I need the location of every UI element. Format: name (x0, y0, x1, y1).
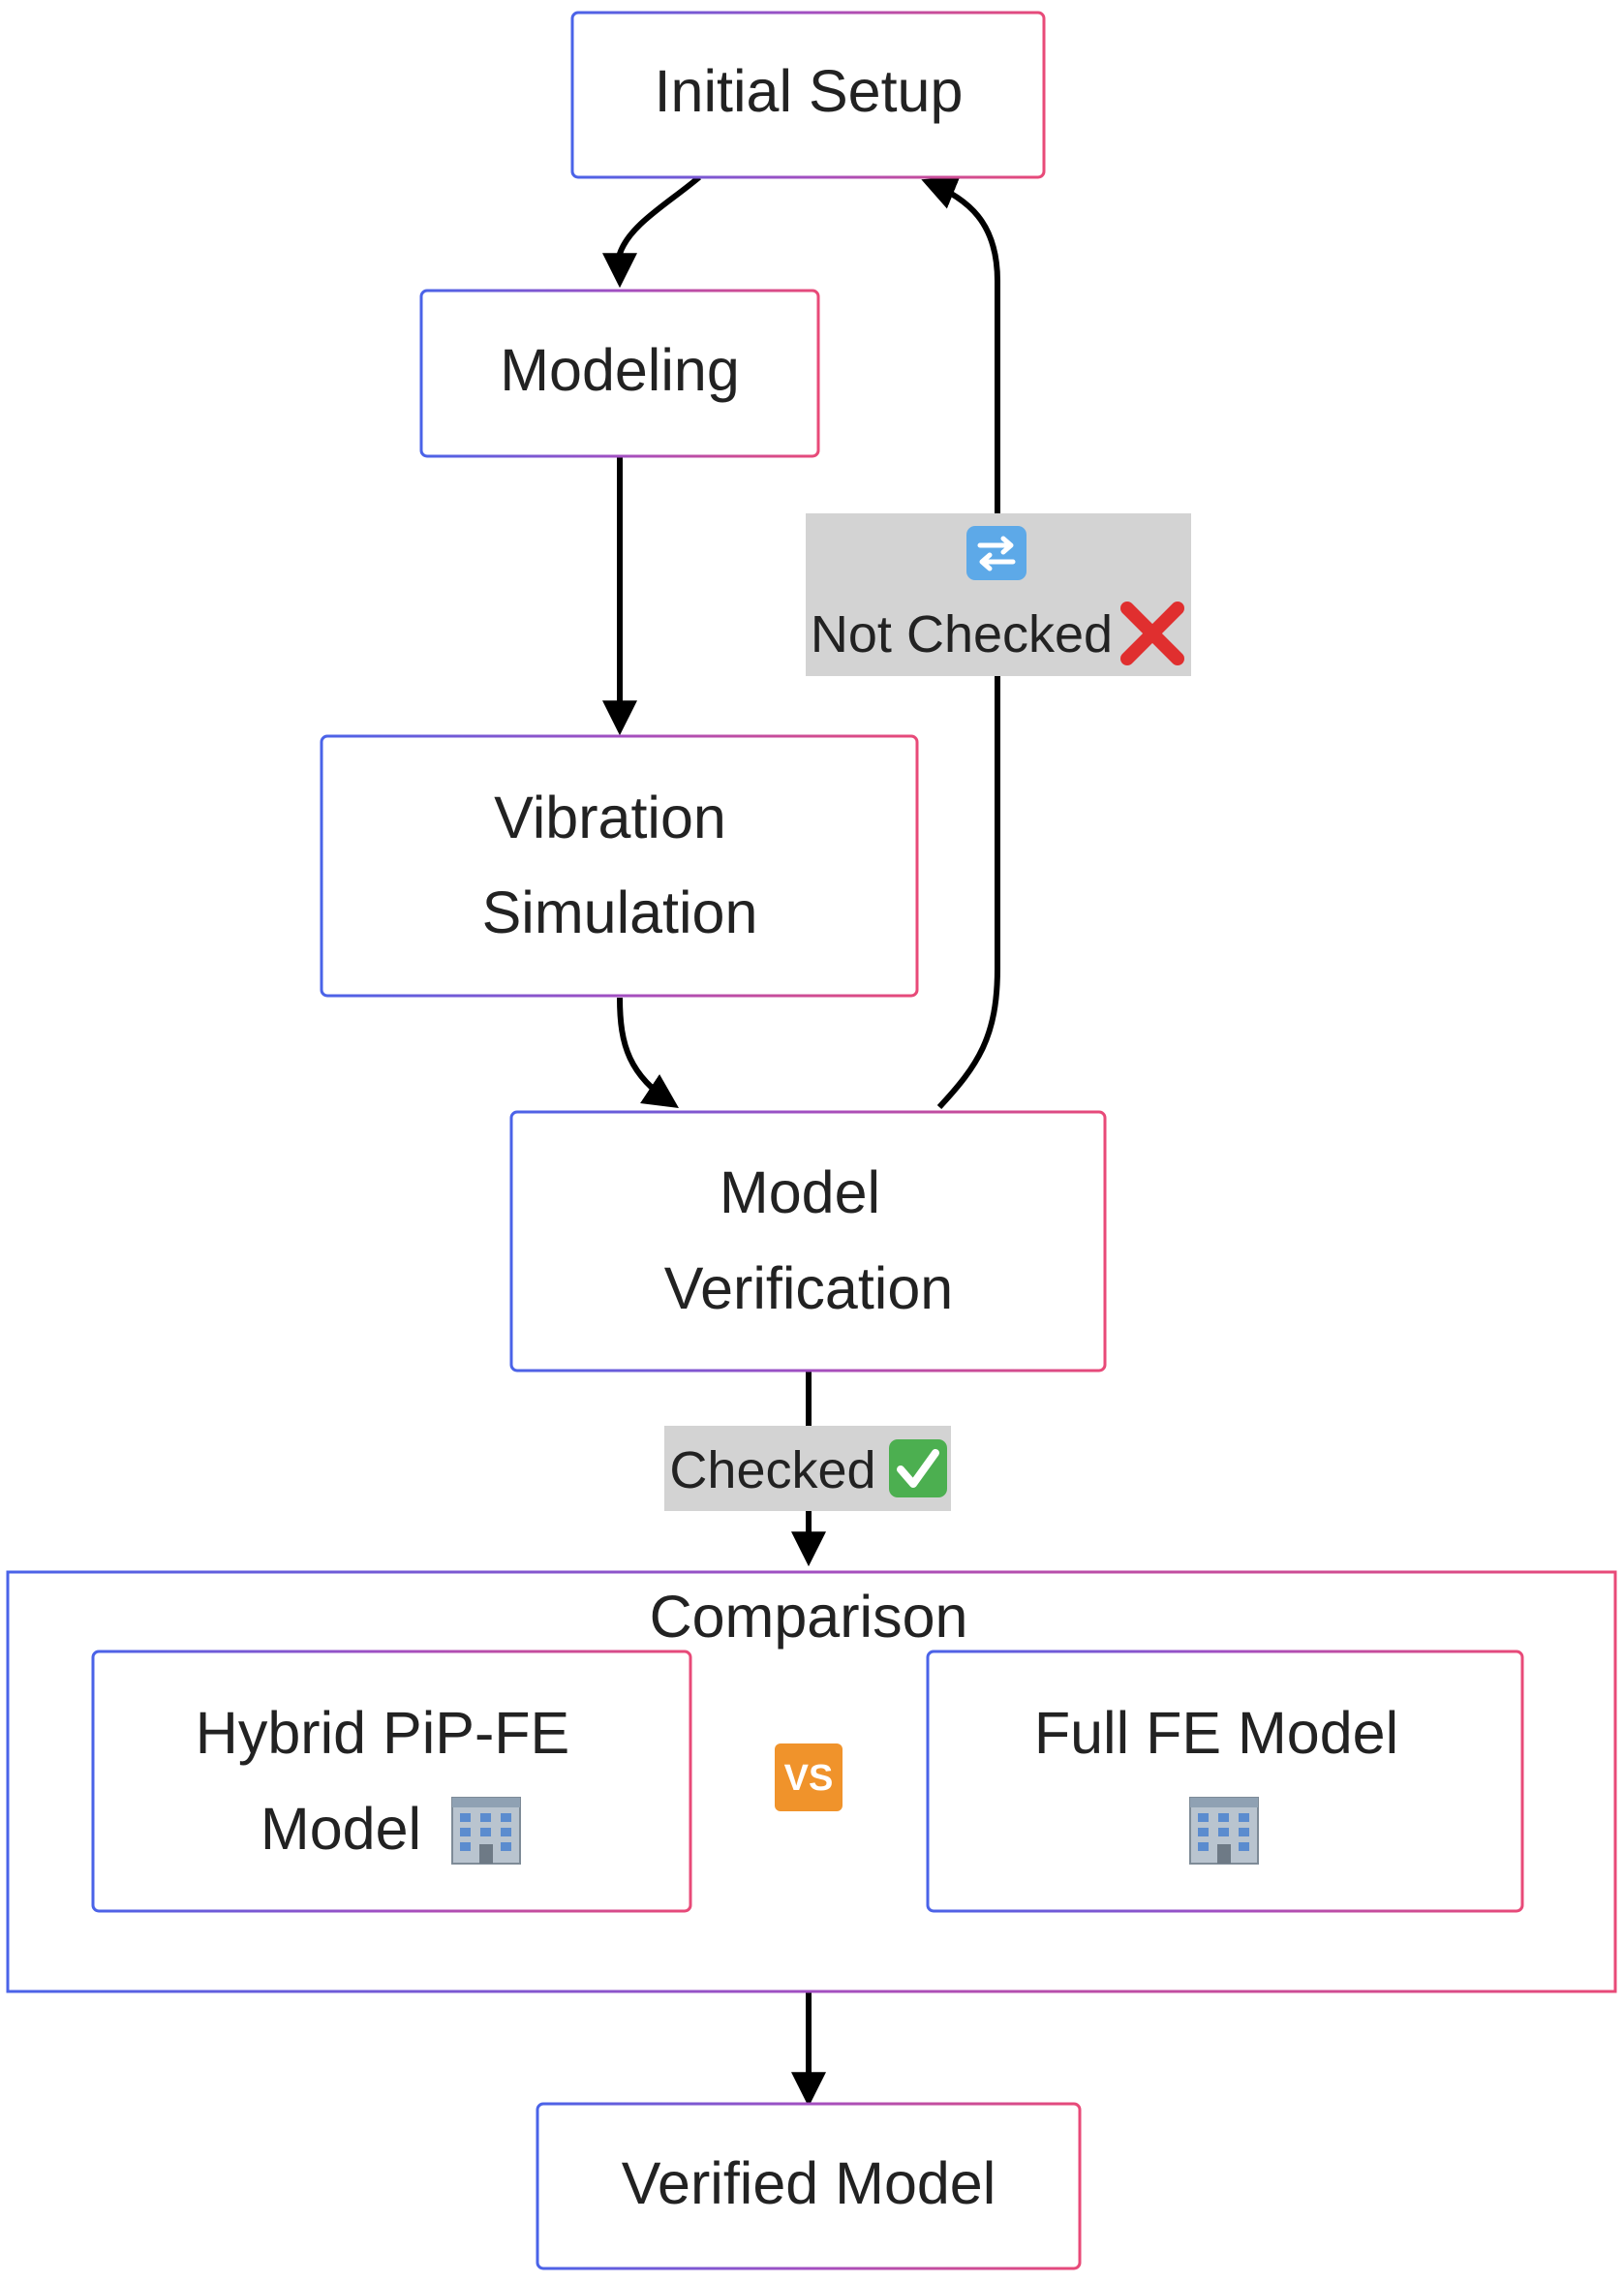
node-vibration-simulation: Vibration Simulation (320, 734, 919, 998)
node-verified-model: Verified Model (536, 2102, 1082, 2270)
edge-initial-to-modeling (602, 174, 701, 289)
checked-label: Checked (669, 1441, 875, 1499)
model-verification-label-line2: Verification (664, 1255, 953, 1321)
arrows-cycle-icon (966, 526, 1026, 580)
node-full-fe-model: Full FE Model (926, 1650, 1524, 1913)
hybrid-model-label-line1: Hybrid PiP-FE (196, 1700, 569, 1766)
model-verification-label-line1: Model (720, 1159, 880, 1225)
hybrid-model-label-line2: Model (260, 1796, 421, 1862)
cross-mark-icon (1120, 602, 1184, 665)
node-hybrid-pip-fe-model: Hybrid PiP-FE Model (91, 1650, 692, 1913)
node-initial-setup: Initial Setup (570, 11, 1046, 179)
verified-model-label: Verified Model (622, 2150, 996, 2216)
comparison-title: Comparison (650, 1584, 968, 1650)
node-model-verification: Model Verification (509, 1110, 1107, 1373)
edge-label-checked: Checked (664, 1426, 951, 1511)
versus-badge: VS (775, 1743, 843, 1811)
office-building-icon (1189, 1797, 1259, 1865)
vibration-simulation-label-line2: Simulation (482, 879, 758, 945)
modeling-label: Modeling (500, 337, 740, 403)
comparison-group: Comparison Hybrid PiP-FE Model VS (6, 1570, 1617, 1993)
edge-label-not-checked: Not Checked (806, 513, 1191, 676)
node-modeling: Modeling (419, 289, 820, 458)
vs-badge-text: VS (784, 1758, 834, 1799)
full-fe-model-label: Full FE Model (1034, 1700, 1398, 1766)
vs-badge-icon: VS (775, 1743, 843, 1811)
vibration-simulation-label-line1: Vibration (494, 785, 726, 850)
edge-vibration-to-verification (617, 997, 679, 1108)
check-mark-icon (889, 1439, 947, 1497)
office-building-icon (451, 1797, 521, 1865)
not-checked-label: Not Checked (811, 605, 1113, 663)
initial-setup-label: Initial Setup (655, 58, 964, 124)
